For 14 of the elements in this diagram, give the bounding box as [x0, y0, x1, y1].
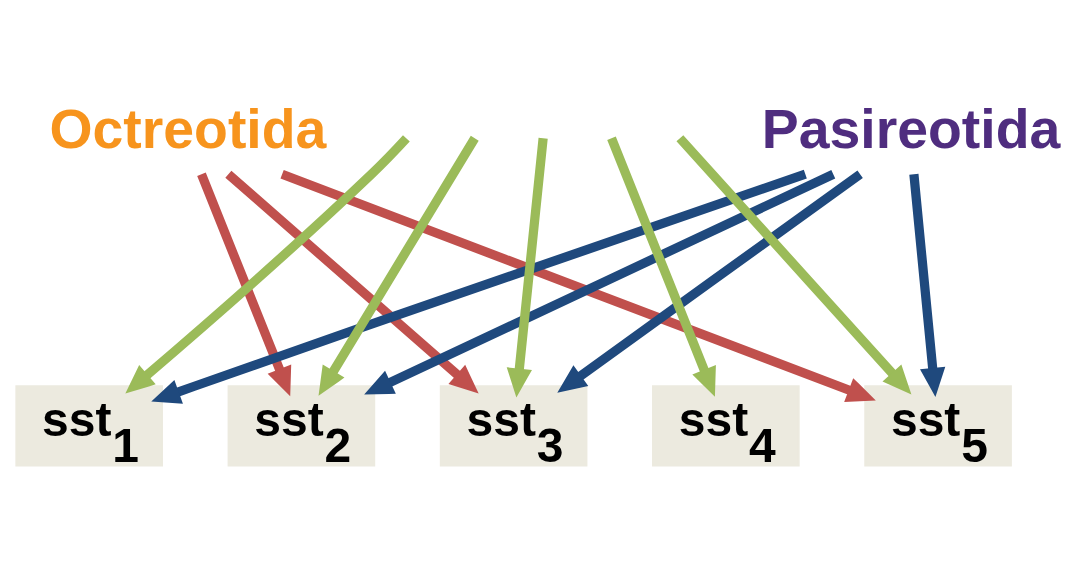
arrow — [676, 135, 912, 395]
arrow — [225, 170, 479, 394]
arrow — [506, 137, 548, 398]
arrow — [318, 135, 479, 396]
arrow — [607, 136, 716, 397]
arrow — [125, 135, 410, 394]
arrow — [909, 173, 946, 397]
arrow — [557, 170, 863, 393]
arrow — [197, 172, 292, 397]
node-text: Pasireotida — [761, 98, 1061, 161]
arrow — [151, 169, 807, 404]
arrow — [364, 170, 836, 395]
arrow — [280, 169, 876, 402]
node-text: Octreotida — [49, 98, 327, 161]
